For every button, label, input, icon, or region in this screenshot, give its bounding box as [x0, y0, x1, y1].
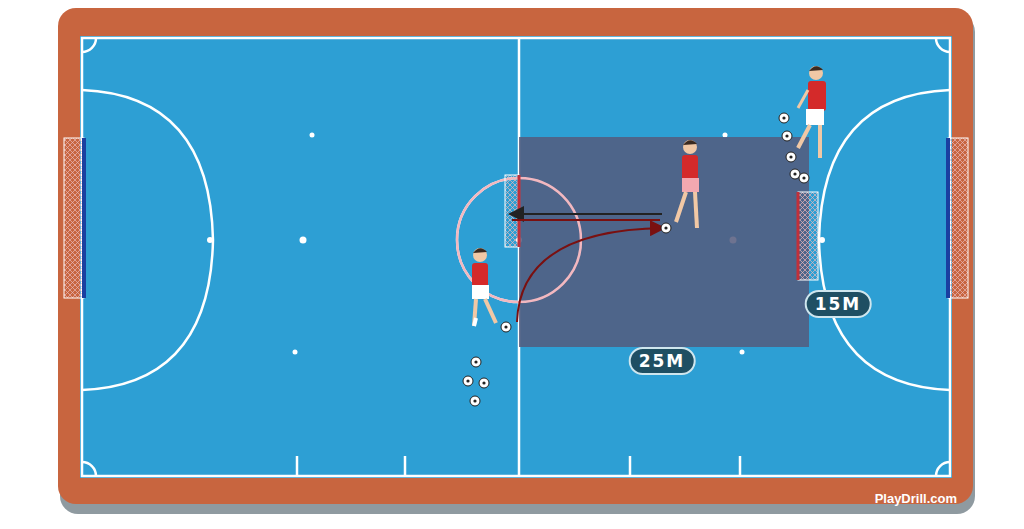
watermark: PlayDrill.com [875, 491, 957, 506]
dimension-label: 25M [629, 347, 696, 375]
dimension-label: 15M [805, 290, 872, 318]
